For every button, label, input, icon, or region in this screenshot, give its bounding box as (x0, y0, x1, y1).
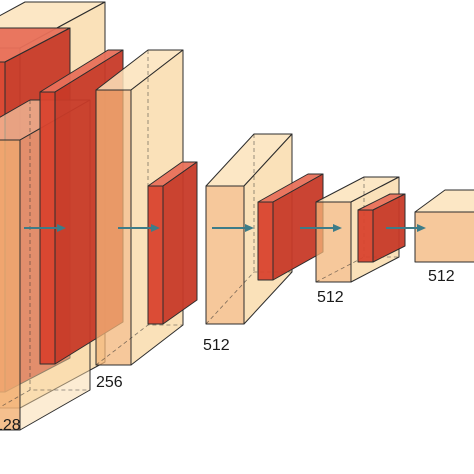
conv-block-1b-front (0, 139, 21, 431)
arrow-1-head (57, 224, 66, 232)
arrow-4-head (333, 224, 342, 232)
conv-block-5-top (414, 189, 474, 213)
pool-block-3-front (257, 201, 274, 281)
conv-block-2-front (95, 89, 132, 366)
pool-block-2b-side (162, 161, 198, 325)
label-512-a: 512 (203, 337, 230, 354)
arrow-5-head (417, 224, 426, 232)
conv-block-4-front (315, 201, 352, 283)
pool-block-4-front (357, 209, 374, 263)
arrow-3-head (245, 224, 254, 232)
conv-block-5-front (414, 211, 474, 263)
label-512-b: 512 (317, 289, 344, 306)
conv-block-3-front (205, 185, 245, 325)
label-128: 128 (0, 417, 21, 434)
pool-block-2b-front (147, 185, 164, 325)
conv-block-4-hidden-bottom (315, 256, 399, 283)
conv-block-3-hidden-bottom (205, 271, 292, 325)
label-256: 256 (96, 374, 123, 391)
arrow-2-head (151, 224, 160, 232)
label-512-c: 512 (428, 268, 455, 285)
